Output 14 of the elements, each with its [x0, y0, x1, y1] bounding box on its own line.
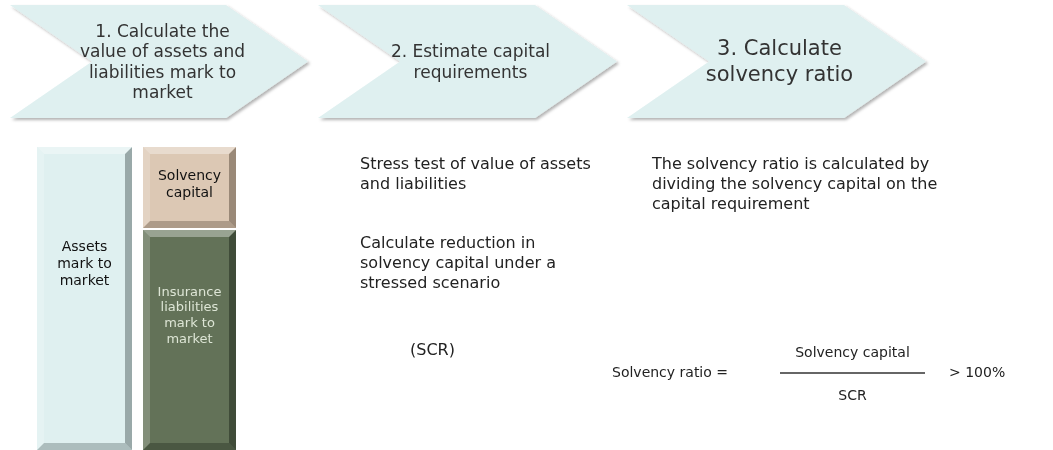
- body-text: Calculate reduction in solvency capital under a stressed scenario: [360, 233, 557, 293]
- block-label: Assets mark to market: [56, 238, 113, 289]
- step-label: 3. Calculate solvency ratio: [704, 36, 855, 87]
- fraction-numerator: Solvency capital: [794, 343, 911, 362]
- body-text: (SCR): [410, 340, 456, 360]
- step-label: 2. Estimate capital requirements: [389, 41, 552, 82]
- formula-text: > 100%: [949, 363, 1007, 382]
- body-text: The solvency ratio is calculated by dividing the solvency capital on the capital requirement: [652, 154, 939, 214]
- body-text: Stress test of value of assets and liabilities: [360, 154, 592, 194]
- block-label: Insurance liabilities mark to market: [156, 283, 223, 347]
- formula-text: Solvency ratio =: [612, 363, 729, 382]
- block-label: Solvency capital: [156, 167, 223, 201]
- step-label: 1. Calculate the value of assets and liabilities mark to market: [78, 20, 247, 103]
- fraction-denominator: SCR: [837, 386, 868, 405]
